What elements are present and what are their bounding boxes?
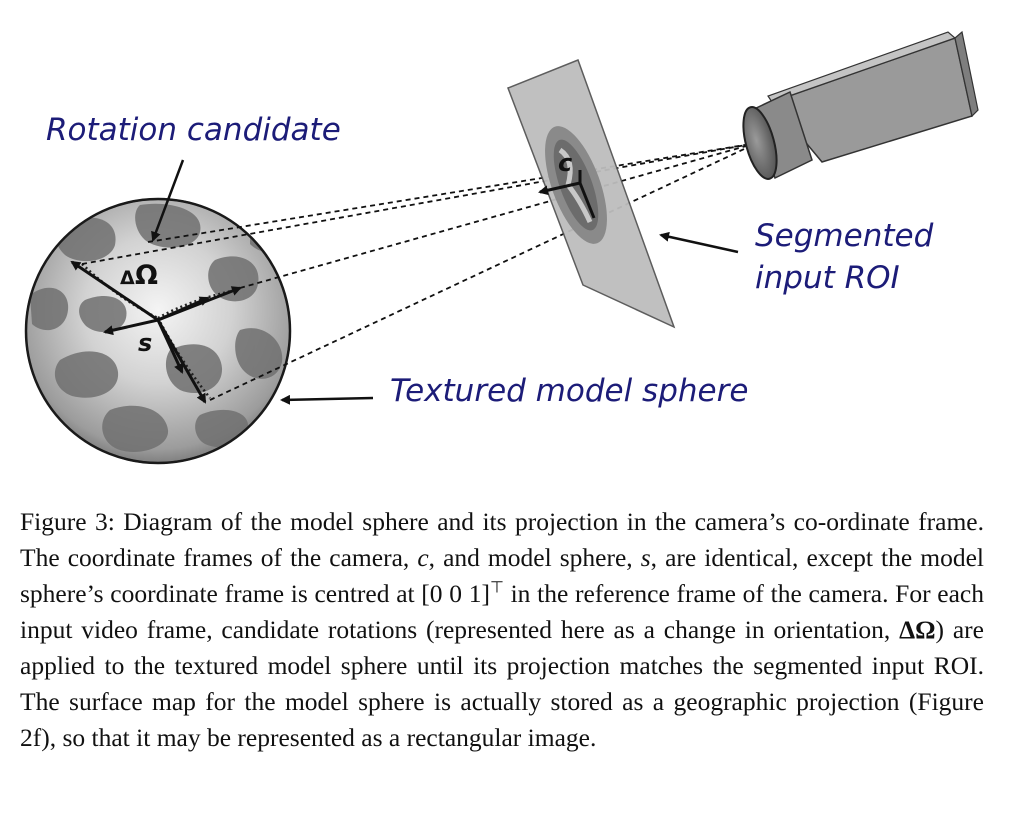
c-frame-label: c <box>558 149 573 177</box>
caption-s: s <box>640 543 651 572</box>
sphere-axes <box>70 260 242 404</box>
rotation-candidate-arrow <box>151 159 185 242</box>
textured-model-sphere <box>24 197 292 465</box>
caption-text-5: ) are applied to the textured model sphe… <box>20 615 984 752</box>
caption-text-3: , are identical, except the model sphere… <box>20 543 984 608</box>
rotation-candidate-label: Rotation candidate <box>46 112 341 148</box>
diagram-canvas <box>24 30 979 465</box>
caption-text-2: , and model sphere, <box>428 543 641 572</box>
textured-sphere-arrow <box>280 394 374 405</box>
segmented-input-roi-plane <box>507 59 676 329</box>
s-frame-label: s <box>138 329 153 357</box>
caption-c: c <box>417 543 429 572</box>
textured-sphere-label: Textured model sphere <box>390 373 749 409</box>
caption-transpose: ⊤ <box>489 579 504 597</box>
rotation-arc-lines <box>81 263 237 399</box>
figure-caption: Figure 3: Diagram of the model sphere an… <box>20 504 984 756</box>
segmented-label-line2: input ROI <box>755 260 900 296</box>
camera-axes <box>538 170 596 219</box>
segmented-label-line1: Segmented <box>755 218 934 254</box>
delta-symbol: Δ <box>120 267 135 289</box>
segmented-roi-arrow <box>659 231 739 254</box>
caption-text-4: in the reference frame of the camera. Fo… <box>20 579 984 644</box>
camera <box>742 30 979 180</box>
diagram: Rotation candidate Segmented input ROI T… <box>24 30 979 465</box>
omega-symbol: Ω <box>135 260 158 291</box>
caption-text-1: Figure 3: Diagram of the model sphere an… <box>20 507 984 572</box>
projection-lines <box>81 142 758 401</box>
label-arrows <box>151 159 739 405</box>
caption-delta-omega: ΔΩ <box>899 615 936 644</box>
